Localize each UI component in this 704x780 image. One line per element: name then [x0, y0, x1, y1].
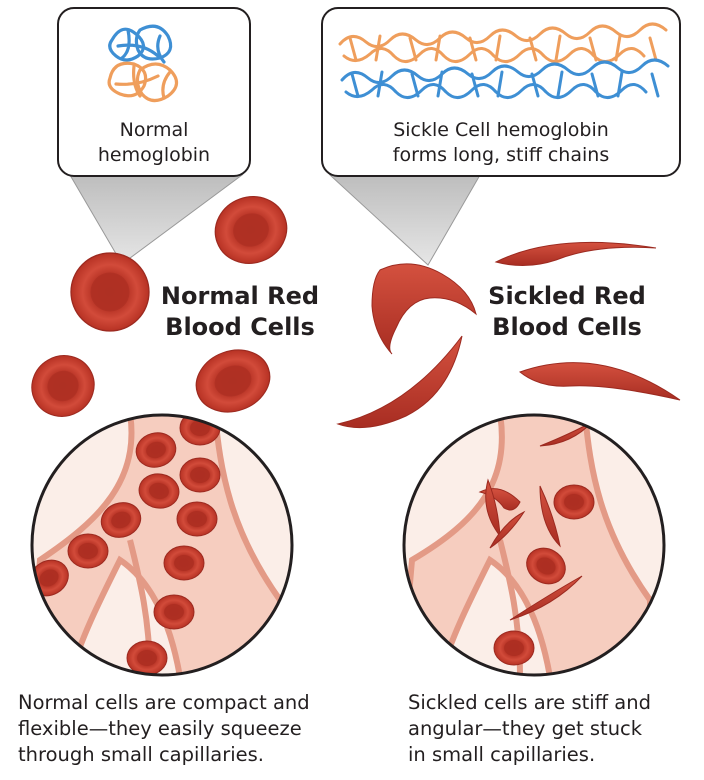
normal-cells-label-line2: Blood Cells: [165, 313, 315, 341]
sickle-hemoglobin-line2: forms long, stiff chains: [392, 144, 610, 166]
sickled-cells-label-line1: Sickled Red: [488, 282, 646, 310]
normal-callout-beam: [69, 174, 244, 265]
normal-cells-label-line1: Normal Red: [160, 282, 320, 310]
sickle-capillary-view: [404, 415, 664, 675]
normal-caption-line3: through small capillaries.: [18, 743, 264, 766]
sickle-caption: Sickled cells are stiff and angular—they…: [408, 690, 698, 768]
normal-magnifier-ring: [30, 413, 294, 677]
normal-caption-line1: Normal cells are compact and: [18, 691, 310, 714]
normal-hemoglobin-line2: hemoglobin: [97, 144, 211, 166]
normal-hemoglobin-line1: Normal: [119, 119, 189, 141]
sickle-hemoglobin-chains: [338, 22, 670, 99]
sickled-cells: [336, 241, 681, 429]
normal-caption: Normal cells are compact and flexible—th…: [18, 690, 338, 768]
sickle-callout-beam: [328, 174, 481, 266]
sickle-caption-line1: Sickled cells are stiff and: [408, 691, 651, 714]
normal-hemoglobin-box: [57, 7, 251, 177]
sickle-hemoglobin-box: [321, 7, 681, 177]
sickle-hemoglobin-line1: Sickle Cell hemoglobin: [393, 119, 609, 141]
sickle-magnifier-ring: [402, 413, 666, 677]
sickled-cells-label-line2: Blood Cells: [492, 313, 642, 341]
normal-capillary-view: [32, 415, 292, 675]
normal-caption-line2: flexible—they easily squeeze: [18, 717, 302, 740]
sickled-cells-label: Sickled Red Blood Cells: [482, 281, 652, 343]
normal-hemoglobin-molecule: [107, 24, 179, 103]
sickle-caption-line3: in small capillaries.: [408, 743, 596, 766]
sickle-caption-line2: angular—they get stuck: [408, 717, 643, 740]
sickle-hemoglobin-label: Sickle Cell hemoglobin forms long, stiff…: [322, 118, 680, 168]
normal-cells-label: Normal Red Blood Cells: [155, 281, 325, 343]
normal-hemoglobin-label: Normal hemoglobin: [58, 118, 250, 168]
